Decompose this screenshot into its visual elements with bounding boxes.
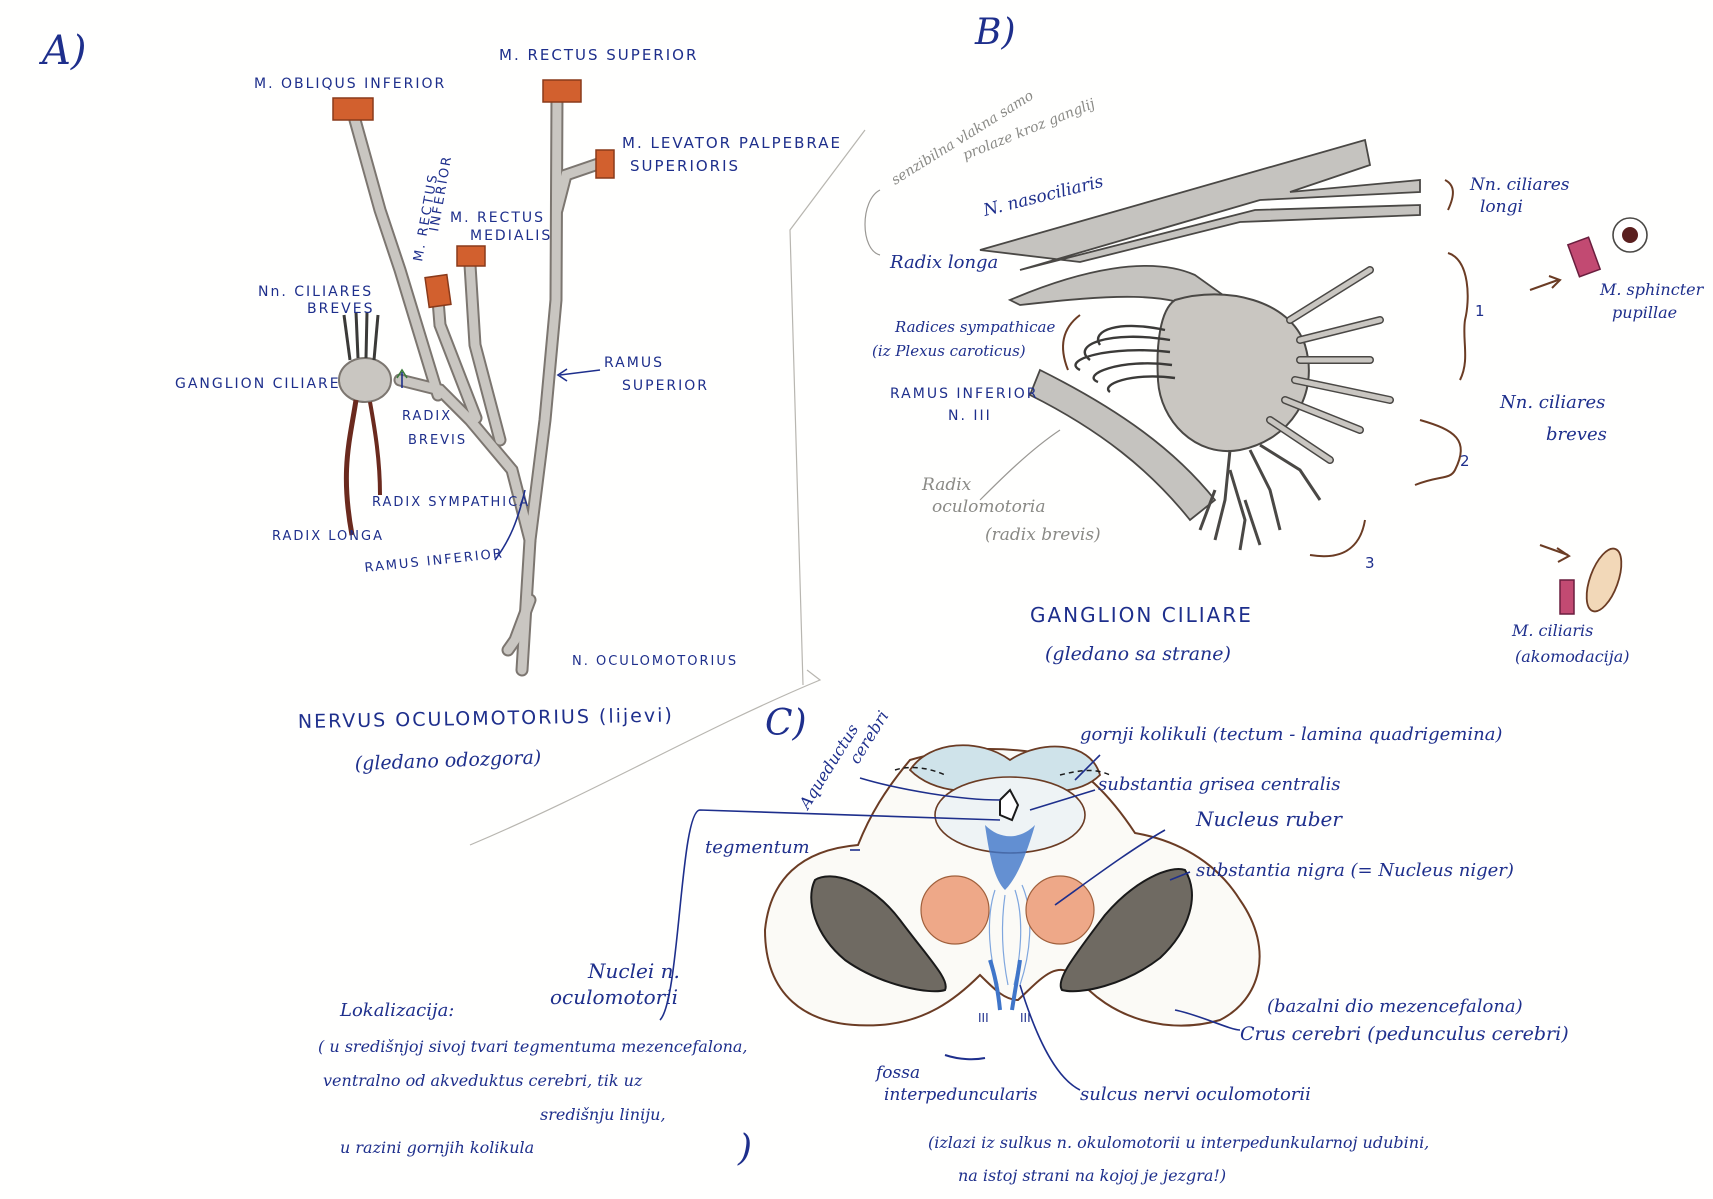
nuclei-oculomotorii-shape xyxy=(985,825,1035,890)
label-lokalizacija-line4: u razini gornjih kolikula xyxy=(340,1138,534,1157)
substantia-nigra-left xyxy=(810,875,947,993)
label-crus-cerebri: Crus cerebri (pedunculus cerebri) xyxy=(1240,1023,1569,1045)
label-ramus-superior-line1: RAMUS xyxy=(604,355,664,371)
bracket-longi xyxy=(1444,179,1454,211)
label-obliquus-inferior: M. OBLIQUS INFERIOR xyxy=(254,76,446,92)
label-ciliares-breves-line1: Nn. CILIARES xyxy=(258,284,373,300)
label-grisea-centralis: substantia grisea centralis xyxy=(1098,774,1340,795)
panel-a-nerve-drawing xyxy=(332,79,615,677)
label-radix-oculomotoria-line2: oculomotoria xyxy=(932,497,1046,517)
panel-c-letter: C) xyxy=(765,703,807,744)
radix-sympathica-fiber xyxy=(368,401,382,496)
label-substantia-nigra: substantia nigra (= Nucleus niger) xyxy=(1196,860,1514,881)
label-ciliaris-line2: (akomodacija) xyxy=(1515,647,1630,666)
label-radix-sympathica: RADIX SYMPATHICA xyxy=(372,495,530,510)
bracket-1 xyxy=(1447,252,1469,381)
panel-a-subtitle: (gledano odozgora) xyxy=(354,746,541,774)
label-ciliares-breves-b-line1: Nn. ciliares xyxy=(1499,392,1605,413)
bracket-number-3: 3 xyxy=(1365,554,1375,572)
substantia-nigra-right xyxy=(1059,868,1193,993)
bracket-2 xyxy=(1414,419,1462,486)
label-lokalizacija-line3: središnju liniju, xyxy=(540,1105,666,1124)
label-radix-longa: RADIX LONGA xyxy=(272,529,384,544)
label-tegmentum: tegmentum xyxy=(705,837,810,858)
panel-b-title: GANGLION CILIARE xyxy=(1030,603,1253,627)
muscle-obliquus-inferior xyxy=(332,97,374,121)
label-nucleus-ruber: Nucleus ruber xyxy=(1195,807,1343,831)
n-nasociliaris-shape xyxy=(979,138,1421,271)
label-sphincter-line1: M. sphincter xyxy=(1599,280,1705,299)
label-colliculi: gornji kolikuli (tectum - lamina quadrig… xyxy=(1080,724,1502,745)
label-radix-oculomotoria-line1: Radix xyxy=(921,475,972,495)
label-iii-right: III xyxy=(1020,1011,1031,1025)
label-bazalni-dio: (bazalni dio mezencefalona) xyxy=(1267,996,1523,1017)
muscle-rectus-inferior xyxy=(424,273,452,309)
muscle-levator xyxy=(595,149,615,179)
label-levator-line1: M. LEVATOR PALPEBRAE xyxy=(622,134,842,152)
label-lokalizacija-title: Lokalizacija: xyxy=(339,1000,454,1021)
label-radix-brevis-line1: RADIX xyxy=(402,409,452,424)
label-ganglion-ciliare: GANGLION CILIARE xyxy=(175,376,341,392)
label-ramus-inferior-b-line1: RAMUS INFERIOR xyxy=(890,386,1039,402)
aqueduct-shape xyxy=(999,788,1020,822)
label-nuclei-line1: Nuclei n. xyxy=(587,959,680,983)
ciliaris-muscle-box xyxy=(1559,579,1575,615)
label-fossa-line2: interpeduncularis xyxy=(884,1085,1038,1105)
pupil-center xyxy=(1622,227,1638,243)
label-lokalizacija-close: ) xyxy=(737,1128,752,1169)
label-lokalizacija-line1: ( u središnjoj sivoj tvari tegmentuma me… xyxy=(318,1037,748,1056)
lens-shape xyxy=(1585,547,1623,613)
muscle-rectus-medialis xyxy=(456,245,486,267)
label-radix-longa-b: Radix longa xyxy=(889,252,998,273)
label-radix-oculomotoria-line3: (radix brevis) xyxy=(985,525,1101,545)
muscle-rectus-superior xyxy=(542,79,582,103)
sphincter-muscle-box xyxy=(1566,236,1602,278)
label-ciliares-breves-line2: BREVES xyxy=(307,301,375,317)
bracket-number-1: 1 xyxy=(1475,302,1485,320)
label-nuclei-line2: oculomotorii xyxy=(550,985,678,1009)
label-lokalizacija-line2: ventralno od akveduktus cerebri, tik uz xyxy=(323,1071,643,1090)
panel-a-title: NERVUS OCULOMOTORIUS (lijevi) xyxy=(298,704,674,733)
label-radices-sympathicae-line2: (iz Plexus caroticus) xyxy=(872,342,1026,360)
label-nasociliaris: N. nasociliaris xyxy=(980,172,1105,221)
panel-c-midbrain-drawing xyxy=(659,744,1261,1091)
label-radices-sympathicae-line1: Radices sympathicae xyxy=(894,318,1055,336)
nucleus-ruber-right xyxy=(1025,875,1095,945)
radix-longa-fiber xyxy=(343,399,359,536)
label-ciliares-longi-line2: longi xyxy=(1480,197,1523,217)
label-sulcus-nervi: sulcus nervi oculomotorii xyxy=(1080,1084,1311,1105)
nucleus-ruber-left xyxy=(920,875,990,945)
panel-b-subtitle: (gledano sa strane) xyxy=(1045,643,1231,665)
label-rectus-superior: M. RECTUS SUPERIOR xyxy=(499,46,698,64)
label-radix-brevis-line2: BREVIS xyxy=(408,433,467,448)
label-levator-line2: SUPERIORIS xyxy=(630,157,740,175)
label-ciliares-breves-b-line2: breves xyxy=(1546,424,1607,445)
label-rectus-medialis-line1: M. RECTUS xyxy=(450,210,545,226)
label-sphincter-line2: pupillae xyxy=(1612,303,1677,322)
divider-line xyxy=(469,669,822,846)
panel-a-letter: A) xyxy=(38,28,87,74)
panel-b-letter: B) xyxy=(974,12,1016,53)
label-ciliaris-line1: M. ciliaris xyxy=(1511,621,1593,640)
label-izlazi-line1: (izlazi iz sulkus n. okulomotorii u inte… xyxy=(928,1133,1429,1152)
label-fossa-line1: fossa xyxy=(874,1063,920,1083)
ganglion-ciliare-shape xyxy=(338,357,392,403)
panel-b-ganglion-drawing xyxy=(864,138,1648,615)
label-ramus-inferior: RAMUS INFERIOR xyxy=(364,546,505,576)
bracket-radices xyxy=(1062,314,1081,371)
label-n-oculomotorius: N. OCULOMOTORIUS xyxy=(572,654,738,669)
bracket-number-2: 2 xyxy=(1460,452,1470,470)
label-ramus-superior-line2: SUPERIOR xyxy=(622,378,709,394)
label-ciliares-longi-line1: Nn. ciliares xyxy=(1469,175,1570,195)
label-rectus-medialis-line2: MEDIALIS xyxy=(470,228,552,244)
bracket-3 xyxy=(1309,519,1366,558)
label-iii-left: III xyxy=(978,1011,989,1025)
label-ramus-inferior-b-line2: N. III xyxy=(948,408,992,424)
divider-line xyxy=(789,129,866,686)
ramus-inferior-shape xyxy=(1028,368,1217,522)
label-izlazi-line2: na istoj strani na kojoj je jezgra!) xyxy=(958,1166,1226,1185)
